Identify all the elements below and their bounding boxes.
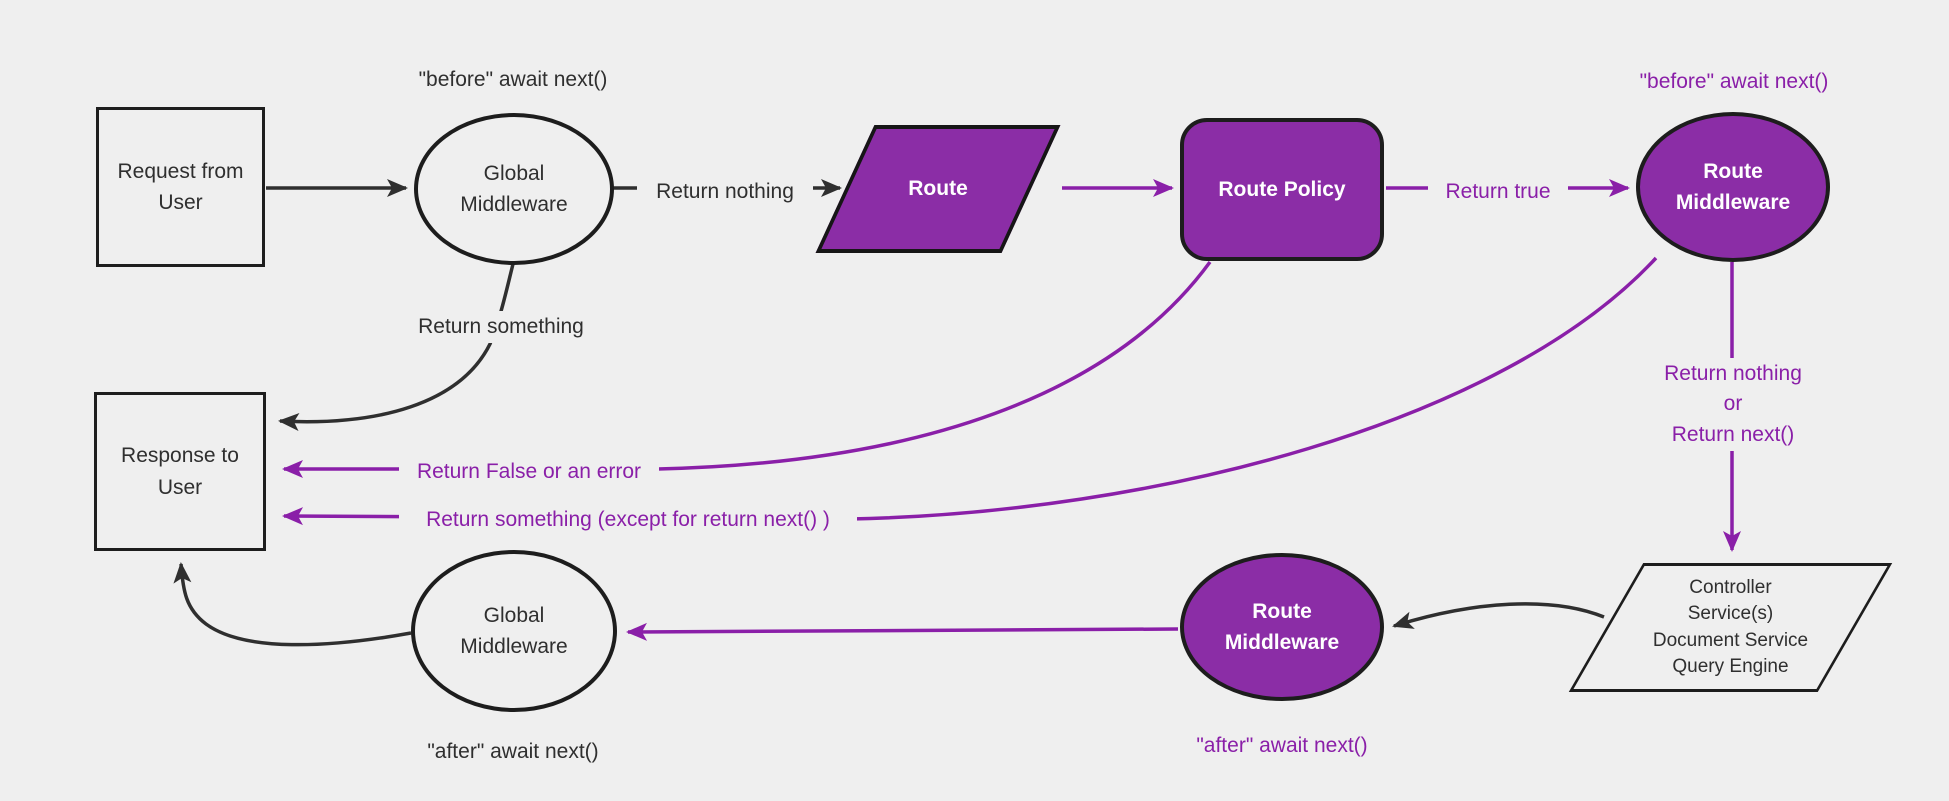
node-request-from-user: Request from User [96,107,265,267]
edge-label-return-nothing-or-return-next: Return nothing or Return next() [1623,358,1843,452]
edge-label-after-await-next-global: "after" await next() [427,740,599,763]
node-route-middleware-after: Route Middleware [1180,553,1384,701]
node-route: Route [815,125,1061,253]
edge-label-return-something: Return something [401,311,601,344]
edge-label-return-nothing: Return nothing [637,176,813,209]
edge-label-before-await-next-global: "before" await next() [418,68,608,91]
node-route-policy: Route Policy [1180,118,1384,261]
edge-route-middleware-to-response [282,256,1658,526]
node-controller-services: Controller Service(s) Document Service Q… [1568,563,1893,692]
edge-global-middleware-to-response [278,263,515,431]
node-response-to-user: Response to User [94,392,266,551]
edge-route-policy-to-response [282,260,1212,478]
edge-label-return-something-except-next: Return something (except for return next… [399,504,857,537]
node-global-middleware-after: Global Middleware [411,550,617,712]
node-global-middleware-before: Global Middleware [414,113,614,265]
edge-label-return-true: Return true [1428,176,1568,209]
edge-label-return-false-or-error: Return False or an error [399,456,659,489]
route-label: Route [908,177,968,201]
edge-global-bottom-to-response [173,562,412,647]
controller-label: Controller Service(s) Document Service Q… [1652,577,1809,677]
edge-label-before-await-next-route: "before" await next() [1639,70,1829,93]
node-route-middleware-before: Route Middleware [1636,112,1830,262]
edge-route-middleware-to-global-bottom [626,622,1179,641]
edge-controller-to-route-middleware [1392,602,1605,629]
edge-label-after-await-next-route: "after" await next() [1196,734,1368,757]
